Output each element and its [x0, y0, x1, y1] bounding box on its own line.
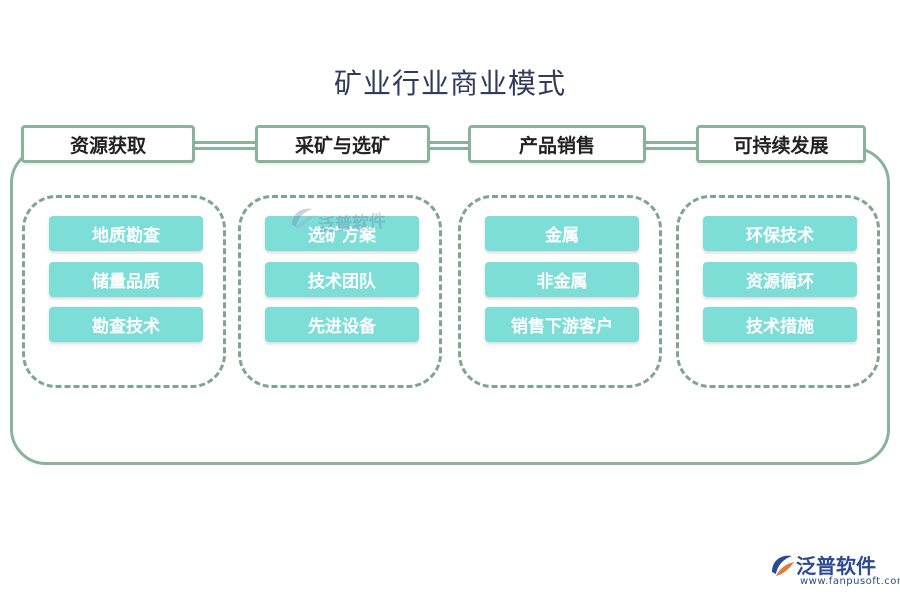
- item-environmental-tech: 环保技术: [703, 216, 857, 251]
- item-geological-survey: 地质勘查: [49, 216, 203, 251]
- item-downstream-sales: 销售下游客户: [485, 307, 639, 342]
- item-metal: 金属: [485, 216, 639, 251]
- brand-name: 泛普软件: [796, 554, 876, 578]
- group-sustainable-development: 环保技术 资源循环 技术措施: [676, 195, 880, 388]
- header-product-sales: 产品销售: [468, 125, 646, 163]
- header-sustainable-development: 可持续发展: [696, 125, 866, 163]
- connector-line: [430, 141, 468, 144]
- outer-frame: [10, 147, 890, 465]
- connector-line: [195, 141, 255, 144]
- item-exploration-tech: 勘查技术: [49, 307, 203, 342]
- group-product-sales: 金属 非金属 销售下游客户: [458, 195, 662, 388]
- diagram-title: 矿业行业商业模式: [333, 67, 566, 100]
- item-beneficiation-plan: 选矿方案: [265, 216, 419, 251]
- item-reserve-quality: 储量品质: [49, 262, 203, 297]
- brand-url: www.fanpusoft.com: [800, 576, 900, 587]
- connector-line: [646, 141, 696, 144]
- item-resource-recycling: 资源循环: [703, 262, 857, 297]
- item-tech-team: 技术团队: [265, 262, 419, 297]
- item-non-metal: 非金属: [485, 262, 639, 297]
- group-resource-acquisition: 地质勘查 储量品质 勘查技术: [22, 195, 226, 388]
- header-resource-acquisition: 资源获取: [21, 125, 195, 163]
- header-mining-processing: 采矿与选矿: [255, 125, 430, 163]
- brand-logo-icon: [772, 555, 794, 576]
- item-tech-measures: 技术措施: [703, 307, 857, 342]
- item-advanced-equipment: 先进设备: [265, 307, 419, 342]
- group-mining-processing: 选矿方案 技术团队 先进设备: [238, 195, 442, 388]
- brand-logo: 泛普软件 www.fanpusoft.com: [768, 548, 900, 594]
